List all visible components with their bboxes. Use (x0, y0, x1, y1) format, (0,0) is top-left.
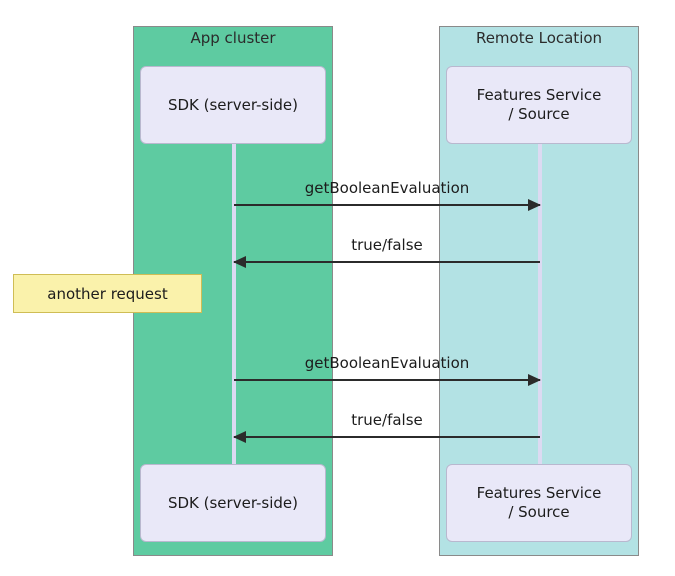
participant-features-service-top-line1: Features Service (476, 86, 602, 104)
message-line-1 (234, 204, 540, 206)
group-remote-location-title: Remote Location (475, 29, 603, 47)
message-label-1: getBooleanEvaluation (304, 179, 470, 197)
participant-features-service-bottom-line1: Features Service (476, 484, 602, 502)
group-app-cluster-title: App cluster (190, 29, 276, 47)
lifeline-sdk (232, 144, 236, 464)
participant-sdk-top-label: SDK (server-side) (167, 95, 299, 114)
note-another-request-label: another request (47, 284, 168, 303)
message-label-4: true/false (351, 411, 423, 429)
participant-features-service-top[interactable]: Features Service / Source (446, 66, 632, 144)
participant-sdk-bottom-label: SDK (server-side) (167, 493, 299, 512)
arrowhead-left-icon-1 (233, 256, 246, 268)
participant-features-service-bottom[interactable]: Features Service / Source (446, 464, 632, 542)
arrowhead-right-icon-2 (528, 374, 541, 386)
message-line-2 (234, 261, 540, 263)
participant-features-service-top-label: Features Service / Source (477, 86, 602, 124)
arrowhead-right-icon-1 (528, 199, 541, 211)
panel-gutter (334, 26, 439, 556)
note-another-request: another request (13, 274, 202, 313)
arrowhead-left-icon-2 (233, 431, 246, 443)
message-label-3: getBooleanEvaluation (304, 354, 470, 372)
participant-sdk-top[interactable]: SDK (server-side) (140, 66, 326, 144)
participant-features-service-bottom-line2: / Source (508, 503, 570, 521)
message-line-4 (234, 436, 540, 438)
message-label-2: true/false (351, 236, 423, 254)
message-line-3 (234, 379, 540, 381)
participant-features-service-top-line2: / Source (508, 105, 570, 123)
participant-features-service-bottom-label: Features Service / Source (477, 484, 602, 522)
participant-sdk-bottom[interactable]: SDK (server-side) (140, 464, 326, 542)
lifeline-features-service (538, 144, 542, 464)
